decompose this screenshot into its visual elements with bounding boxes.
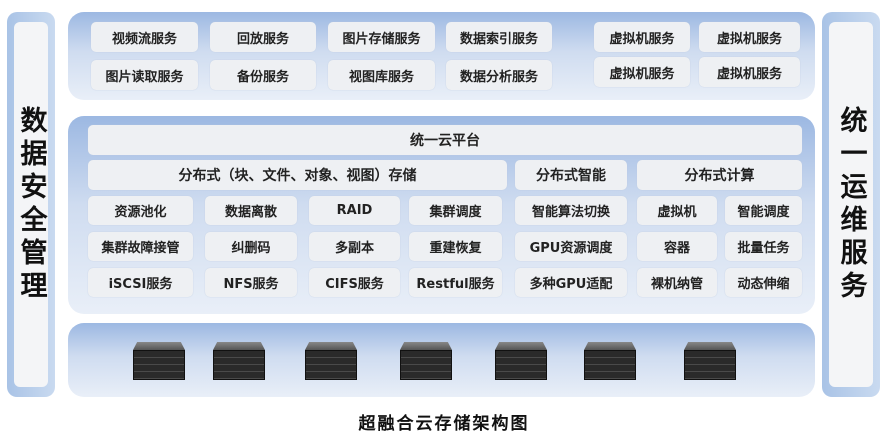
distributed-compute-header: 分布式计算: [637, 160, 802, 190]
intelligence-feature: 智能算法切换: [515, 196, 627, 225]
distributed-intelligence-header: 分布式智能: [515, 160, 627, 190]
compute-feature: 裸机纳管: [637, 268, 717, 297]
app-service-item: 图片存储服务: [328, 22, 435, 52]
distributed-storage-header: 分布式（块、文件、对象、视图）存储: [88, 160, 507, 190]
compute-feature: 虚拟机: [637, 196, 717, 225]
storage-server-icon: [213, 342, 265, 380]
data-security-label: 数据安全管理: [15, 105, 47, 304]
storage-server-icon: [495, 342, 547, 380]
intelligence-feature: 多种GPU适配: [515, 268, 627, 297]
storage-feature: NFS服务: [205, 268, 297, 297]
compute-feature: 批量任务: [725, 232, 802, 261]
storage-server-icon: [400, 342, 452, 380]
storage-feature: 多副本: [309, 232, 400, 261]
vm-service-item: 虚拟机服务: [594, 22, 690, 52]
storage-feature: 集群调度: [409, 196, 502, 225]
app-service-item: 备份服务: [210, 60, 316, 90]
app-service-item: 视频流服务: [91, 22, 198, 52]
storage-feature: 数据离散: [205, 196, 297, 225]
storage-server-icon: [305, 342, 357, 380]
storage-feature: Restful服务: [409, 268, 502, 297]
vm-service-item: 虚拟机服务: [699, 22, 800, 52]
data-security-panel: 数据安全管理: [7, 12, 55, 397]
unified-cloud-platform: 统一云平台: [88, 125, 802, 155]
storage-server-icon: [133, 342, 185, 380]
vm-service-item: 虚拟机服务: [594, 57, 690, 87]
storage-feature: 集群故障接管: [88, 232, 193, 261]
app-service-item: 视图库服务: [328, 60, 435, 90]
ops-service-panel: 统一运维服务: [822, 12, 880, 397]
storage-server-icon: [684, 342, 736, 380]
compute-feature: 动态伸缩: [725, 268, 802, 297]
app-service-item: 回放服务: [210, 22, 316, 52]
storage-feature: CIFS服务: [309, 268, 400, 297]
app-service-item: 图片读取服务: [91, 60, 198, 90]
intelligence-feature: GPU资源调度: [515, 232, 627, 261]
ops-service-label: 统一运维服务: [835, 105, 867, 304]
compute-feature: 智能调度: [725, 196, 802, 225]
vm-service-item: 虚拟机服务: [699, 57, 800, 87]
storage-feature: 重建恢复: [409, 232, 502, 261]
compute-feature: 容器: [637, 232, 717, 261]
storage-feature: 资源池化: [88, 196, 193, 225]
app-service-item: 数据索引服务: [446, 22, 552, 52]
diagram-caption: 超融合云存储架构图: [358, 414, 530, 434]
storage-server-icon: [584, 342, 636, 380]
storage-feature: 纠删码: [205, 232, 297, 261]
storage-feature: iSCSI服务: [88, 268, 193, 297]
storage-feature: RAID: [309, 196, 400, 225]
app-service-item: 数据分析服务: [446, 60, 552, 90]
